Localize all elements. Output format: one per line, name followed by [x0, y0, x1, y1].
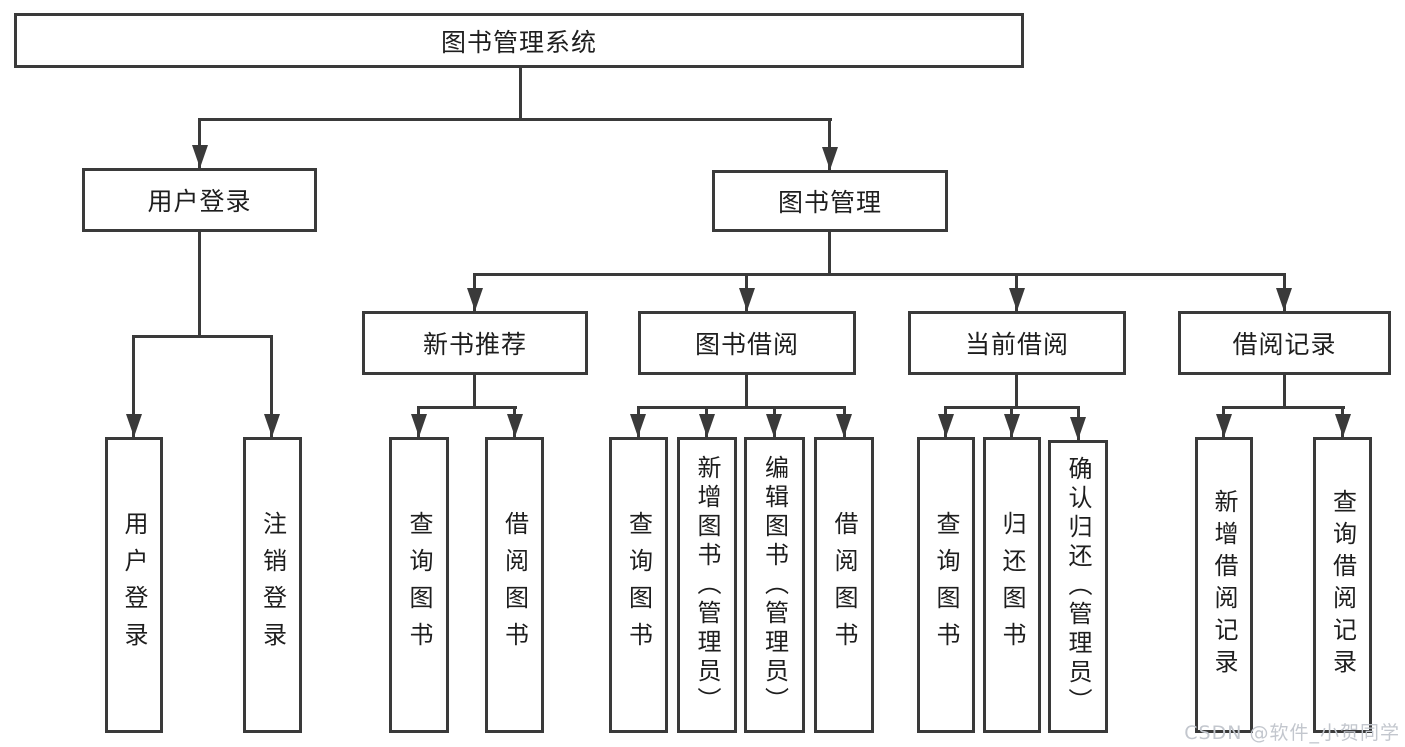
node-book-management-label: 图书管理 [777, 188, 882, 217]
connector-line [828, 232, 831, 273]
arrowhead-down-icon [630, 414, 646, 437]
node-borrow-records-label: 借阅记录 [1232, 330, 1337, 359]
leaf-bb-query-book: 查询图书 [609, 437, 668, 733]
arrowhead-down-icon [1009, 288, 1025, 311]
connector-line [198, 118, 201, 170]
arrowhead-down-icon [467, 288, 483, 311]
leaf-bb-query-book-label: 查询图书 [624, 511, 653, 659]
connector-line [198, 232, 201, 335]
leaf-cb-query-book: 查询图书 [917, 437, 975, 733]
arrowhead-down-icon [739, 288, 755, 311]
arrowhead-down-icon [1216, 414, 1232, 437]
leaf-logout: 注销登录 [243, 437, 302, 733]
arrowhead-down-icon [411, 414, 427, 437]
connector-line [828, 118, 831, 172]
node-borrow-records: 借阅记录 [1178, 311, 1391, 375]
leaf-cb-return-book-label: 归还图书 [998, 511, 1026, 659]
leaf-br-query-record: 查询借阅记录 [1313, 437, 1372, 733]
leaf-nb-query-book: 查询图书 [389, 437, 449, 733]
connector-line [473, 273, 1286, 276]
arrowhead-down-icon [264, 414, 280, 437]
connector-line [417, 406, 517, 409]
leaf-nb-borrow-book-label: 借阅图书 [500, 511, 529, 659]
node-user-login-label: 用户登录 [147, 187, 252, 216]
node-user-login: 用户登录 [82, 168, 317, 232]
leaf-bb-edit-book: 编辑图书（管理员） [744, 437, 805, 733]
leaf-user-login-label: 用户登录 [120, 511, 148, 659]
node-root-label: 图书管理系统 [440, 27, 597, 57]
arrowhead-down-icon [126, 414, 142, 437]
connector-line [1222, 406, 1345, 409]
leaf-cb-confirm-return-label: 确认归还（管理员） [1064, 456, 1092, 717]
leaf-user-login: 用户登录 [105, 437, 163, 733]
connector-line [270, 335, 273, 437]
node-new-book-recommend-label: 新书推荐 [422, 330, 527, 359]
leaf-cb-confirm-return: 确认归还（管理员） [1048, 440, 1108, 733]
connector-line [519, 68, 522, 119]
connector-line [637, 406, 846, 409]
arrowhead-down-icon [1276, 288, 1292, 311]
arrowhead-down-icon [699, 414, 715, 437]
node-current-borrow-label: 当前借阅 [964, 330, 1069, 359]
arrowhead-down-icon [192, 145, 208, 168]
csdn-watermark: CSDN @软件_小贺同学 [1184, 722, 1400, 744]
leaf-nb-query-book-label: 查询图书 [405, 511, 433, 659]
connector-line [473, 375, 476, 406]
leaf-cb-return-book: 归还图书 [983, 437, 1041, 733]
leaf-br-add-record: 新增借阅记录 [1195, 437, 1253, 733]
leaf-nb-borrow-book: 借阅图书 [485, 437, 544, 733]
connector-line [1283, 375, 1286, 406]
node-book-borrow: 图书借阅 [638, 311, 856, 375]
arrowhead-down-icon [507, 414, 523, 437]
node-new-book-recommend: 新书推荐 [362, 311, 588, 375]
leaf-bb-borrow-book: 借阅图书 [814, 437, 874, 733]
connector-line [1015, 375, 1018, 406]
connector-line [198, 118, 832, 121]
node-current-borrow: 当前借阅 [908, 311, 1126, 375]
connector-line [132, 335, 273, 338]
connector-line [745, 375, 748, 406]
leaf-bb-borrow-book-label: 借阅图书 [830, 511, 858, 659]
leaf-bb-add-book-label: 新增图书（管理员） [693, 454, 721, 716]
node-book-management: 图书管理 [712, 170, 948, 232]
arrowhead-down-icon [938, 414, 954, 437]
arrowhead-down-icon [766, 414, 782, 437]
leaf-br-add-record-label: 新增借阅记录 [1210, 489, 1238, 681]
arrowhead-down-icon [1335, 414, 1351, 437]
arrowhead-down-icon [836, 414, 852, 437]
node-book-borrow-label: 图书借阅 [694, 330, 799, 359]
leaf-br-query-record-label: 查询借阅记录 [1328, 489, 1357, 681]
leaf-logout-label: 注销登录 [258, 511, 287, 659]
arrowhead-down-icon [1070, 417, 1086, 440]
leaf-cb-query-book-label: 查询图书 [932, 511, 960, 659]
arrowhead-down-icon [1004, 414, 1020, 437]
leaf-bb-add-book: 新增图书（管理员） [677, 437, 737, 733]
leaf-bb-edit-book-label: 编辑图书（管理员） [760, 454, 789, 716]
arrowhead-down-icon [822, 147, 838, 170]
connector-line [132, 335, 135, 437]
node-root: 图书管理系统 [14, 13, 1024, 68]
